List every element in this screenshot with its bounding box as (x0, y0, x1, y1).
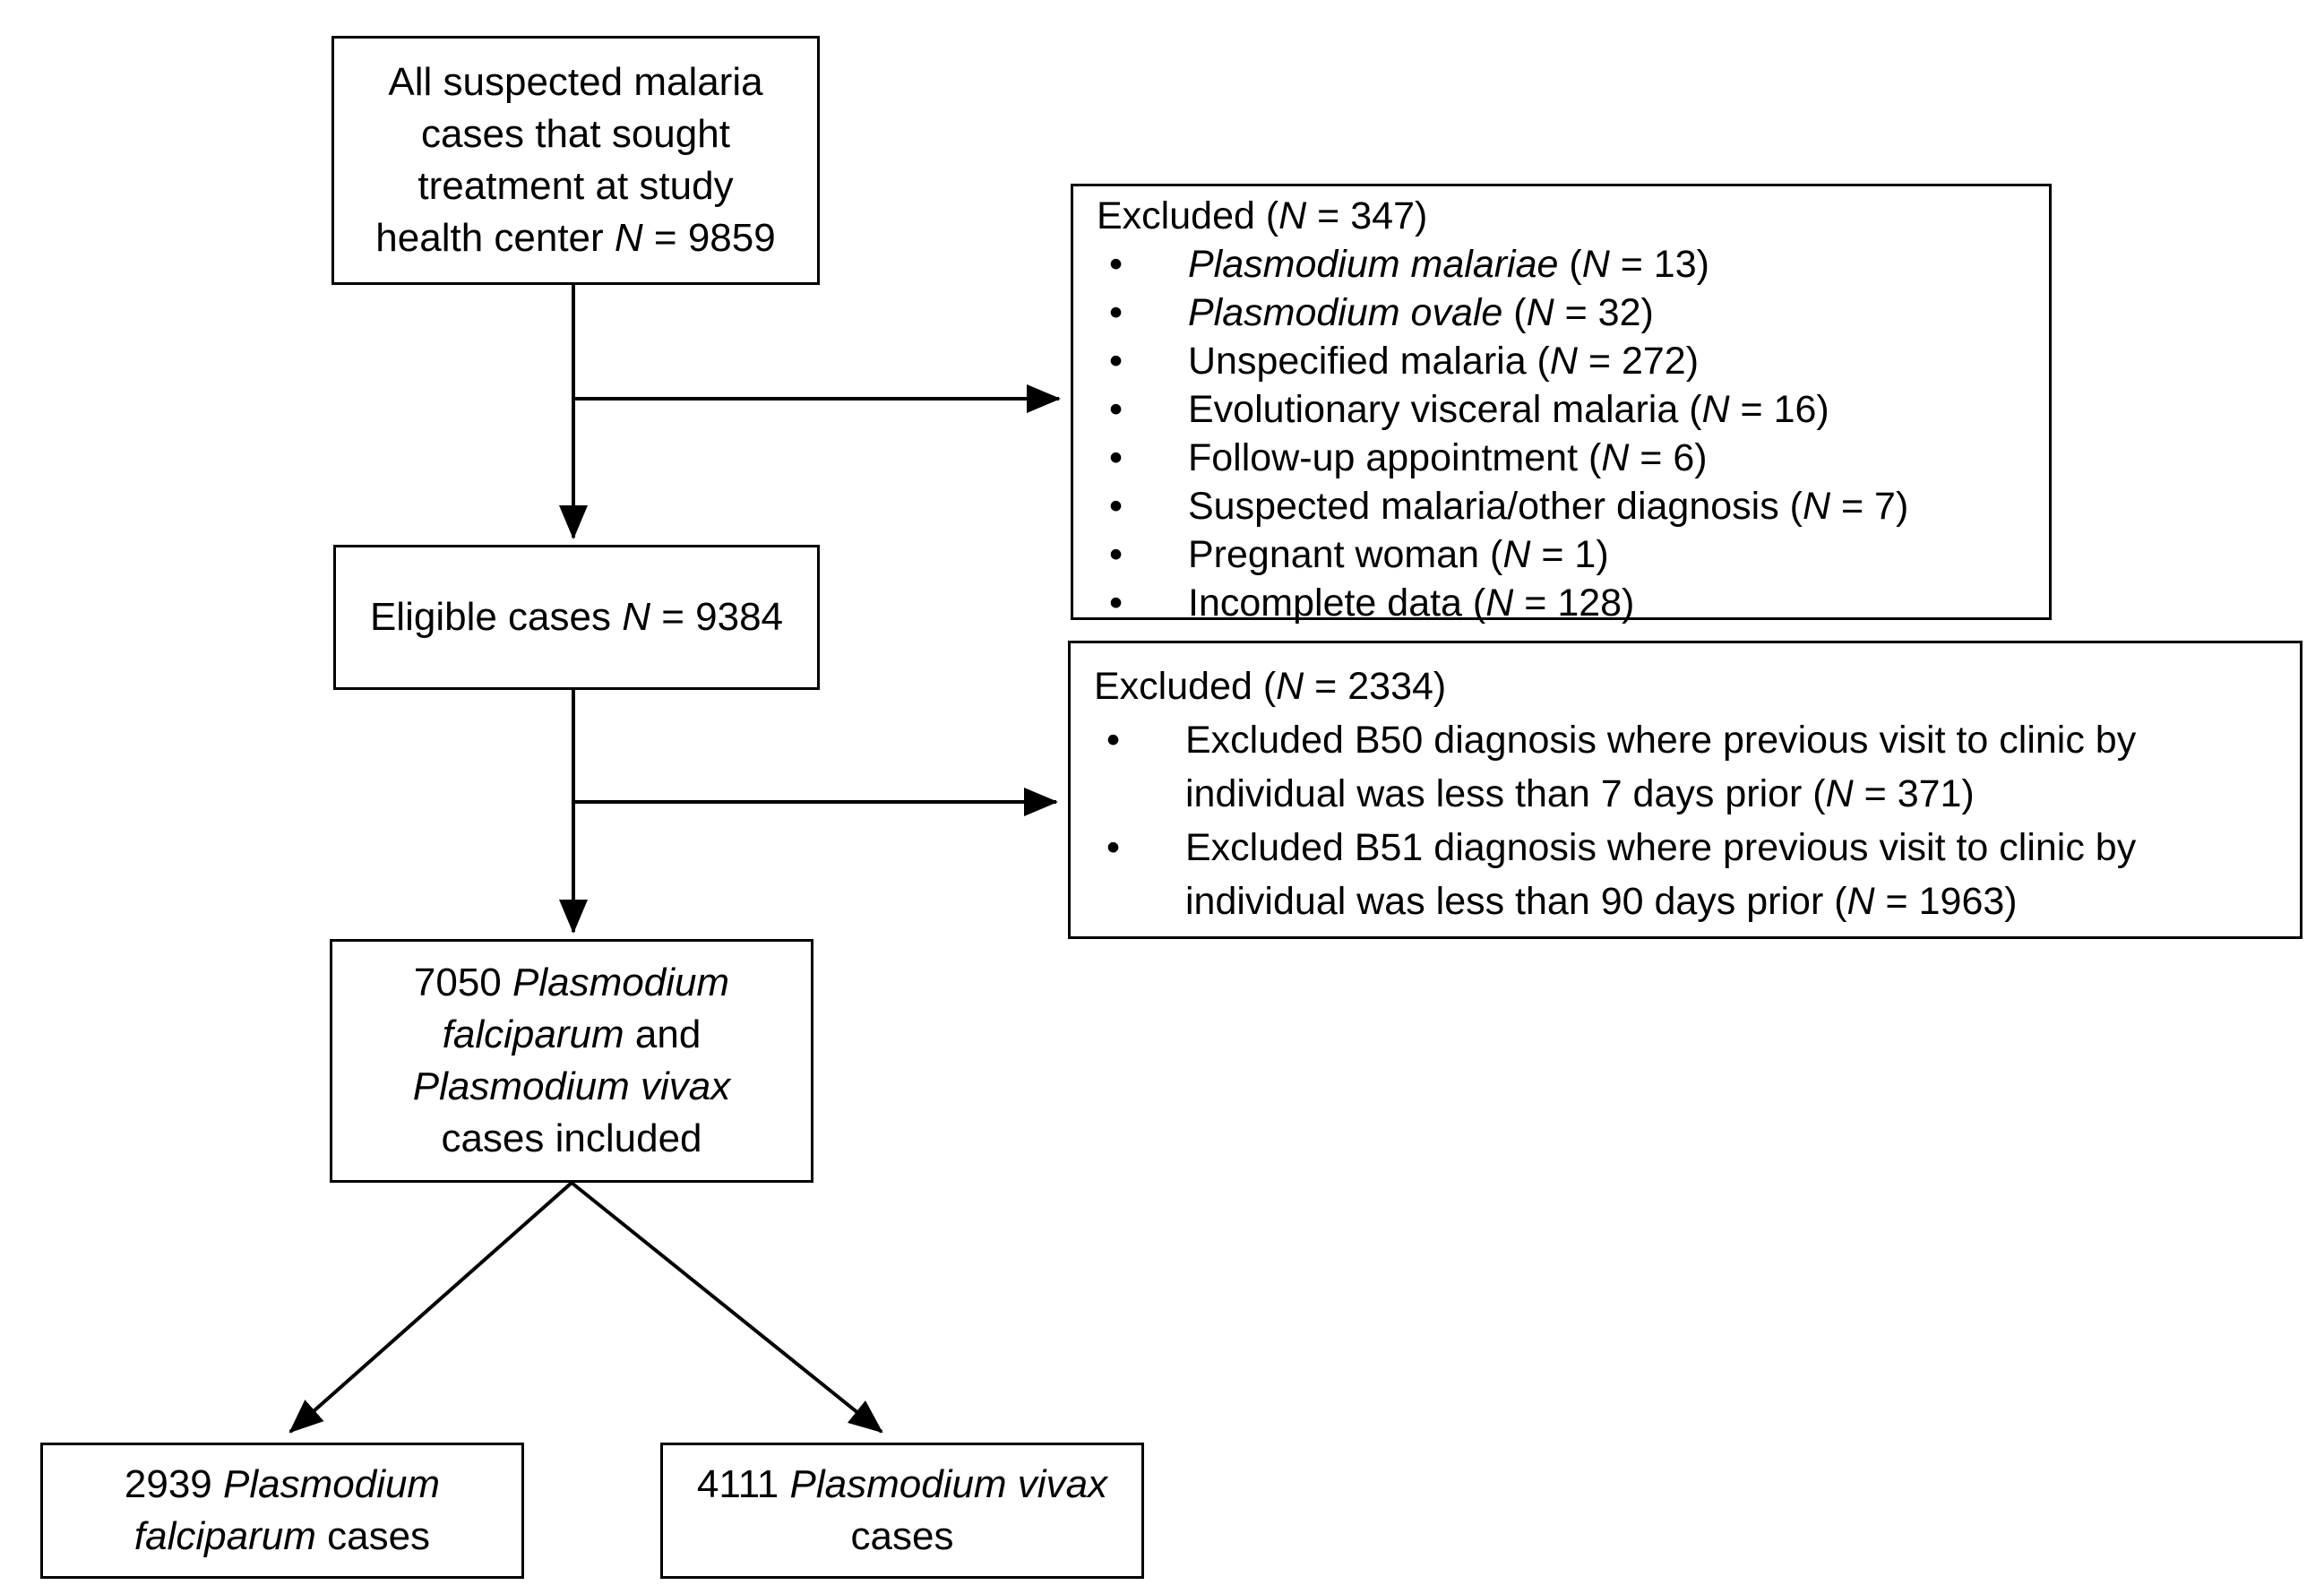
excluded-item-text: Plasmodium malariae (N = 13) (1188, 243, 1709, 286)
excluded-item-text: Incomplete data (N = 128) (1188, 582, 1635, 625)
excluded-item: • Pregnant woman (N = 1) (1073, 530, 2049, 579)
excluded-item: • Follow-up appointment (N = 6) (1073, 434, 2049, 482)
bullet-icon: • (1109, 436, 1123, 479)
text-line: All suspected malaria (388, 60, 763, 104)
excluded-item-text: Suspected malaria/other diagnosis (N = 7… (1188, 485, 1909, 528)
excluded-item-text: Evolutionary visceral malaria (N = 16) (1188, 388, 1829, 431)
text-line: Plasmodium vivax (412, 1064, 731, 1108)
box-all-suspected-cases: All suspected malaria cases that sought … (331, 36, 820, 285)
text-line: Eligible cases N = 9384 (369, 595, 784, 639)
text-line: 7050 Plasmodium (413, 961, 730, 1004)
bullet-icon: • (1109, 485, 1123, 528)
excluded-item-text: Pregnant woman (N = 1) (1188, 533, 1609, 576)
box-excluded-initial: Excluded (N = 347) • Plasmodium malariae… (1071, 184, 2052, 625)
text-line: 2939 Plasmodium (124, 1462, 441, 1506)
bullet-icon: • (1109, 582, 1123, 625)
bullet-icon: • (1106, 719, 1121, 762)
text-line: cases included (441, 1116, 702, 1160)
excluded-item-text: Excluded B51 diagnosis where previous vi… (1185, 826, 2137, 923)
text-line: 4111 Plasmodium vivax (696, 1462, 1108, 1506)
excluded-initial-title: Excluded (N = 347) (1097, 194, 1428, 237)
text-line: health center N = 9859 (375, 216, 776, 260)
excluded-item-text: Follow-up appointment (N = 6) (1188, 436, 1708, 479)
arrow-included-to-pv-cases (570, 1181, 883, 1434)
bullet-icon: • (1109, 340, 1123, 383)
excluded-item: • Evolutionary visceral malaria (N = 16) (1073, 385, 2049, 434)
excluded-item-text: Excluded B50 diagnosis where previous vi… (1185, 719, 2137, 815)
excluded-item: • Plasmodium ovale (N = 32) (1073, 289, 2049, 337)
text-line: falciparum cases (133, 1514, 431, 1558)
excluded-item-text: Plasmodium ovale (N = 32) (1188, 291, 1654, 334)
text-line: cases (850, 1514, 954, 1558)
box-pv-cases: 4111 Plasmodium vivax cases (660, 1443, 1144, 1579)
bullet-icon: • (1109, 533, 1123, 576)
arrow-included-to-pf-cases (288, 1181, 573, 1434)
excluded-item: • Excluded B50 diagnosis where previous … (1071, 713, 2300, 821)
bullet-icon: • (1109, 388, 1123, 431)
excluded-item-text: Unspecified malaria (N = 272) (1188, 340, 1700, 383)
text-line: cases that sought (421, 112, 730, 156)
excluded-item: • Suspected malaria/other diagnosis (N =… (1073, 482, 2049, 530)
excluded-item: • Plasmodium malariae (N = 13) (1073, 240, 2049, 289)
bullet-icon: • (1109, 243, 1123, 286)
box-included-cases: 7050 Plasmodium falciparum and Plasmodiu… (330, 939, 813, 1183)
excluded-item: • Unspecified malaria (N = 272) (1073, 337, 2049, 385)
excluded-followup-title: Excluded (N = 2334) (1094, 665, 1447, 708)
box-excluded-followup: Excluded (N = 2334) • Excluded B50 diagn… (1068, 641, 2302, 939)
box-eligible-cases: Eligible cases N = 9384 (333, 545, 820, 690)
text-line: falciparum and (442, 1012, 702, 1056)
text-line: treatment at study (417, 164, 734, 208)
bullet-icon: • (1106, 826, 1121, 869)
bullet-icon: • (1109, 291, 1123, 334)
excluded-item: • Excluded B51 diagnosis where previous … (1071, 821, 2300, 928)
box-pf-cases: 2939 Plasmodium falciparum cases (40, 1443, 524, 1579)
excluded-item: • Incomplete data (N = 128) (1073, 579, 2049, 627)
